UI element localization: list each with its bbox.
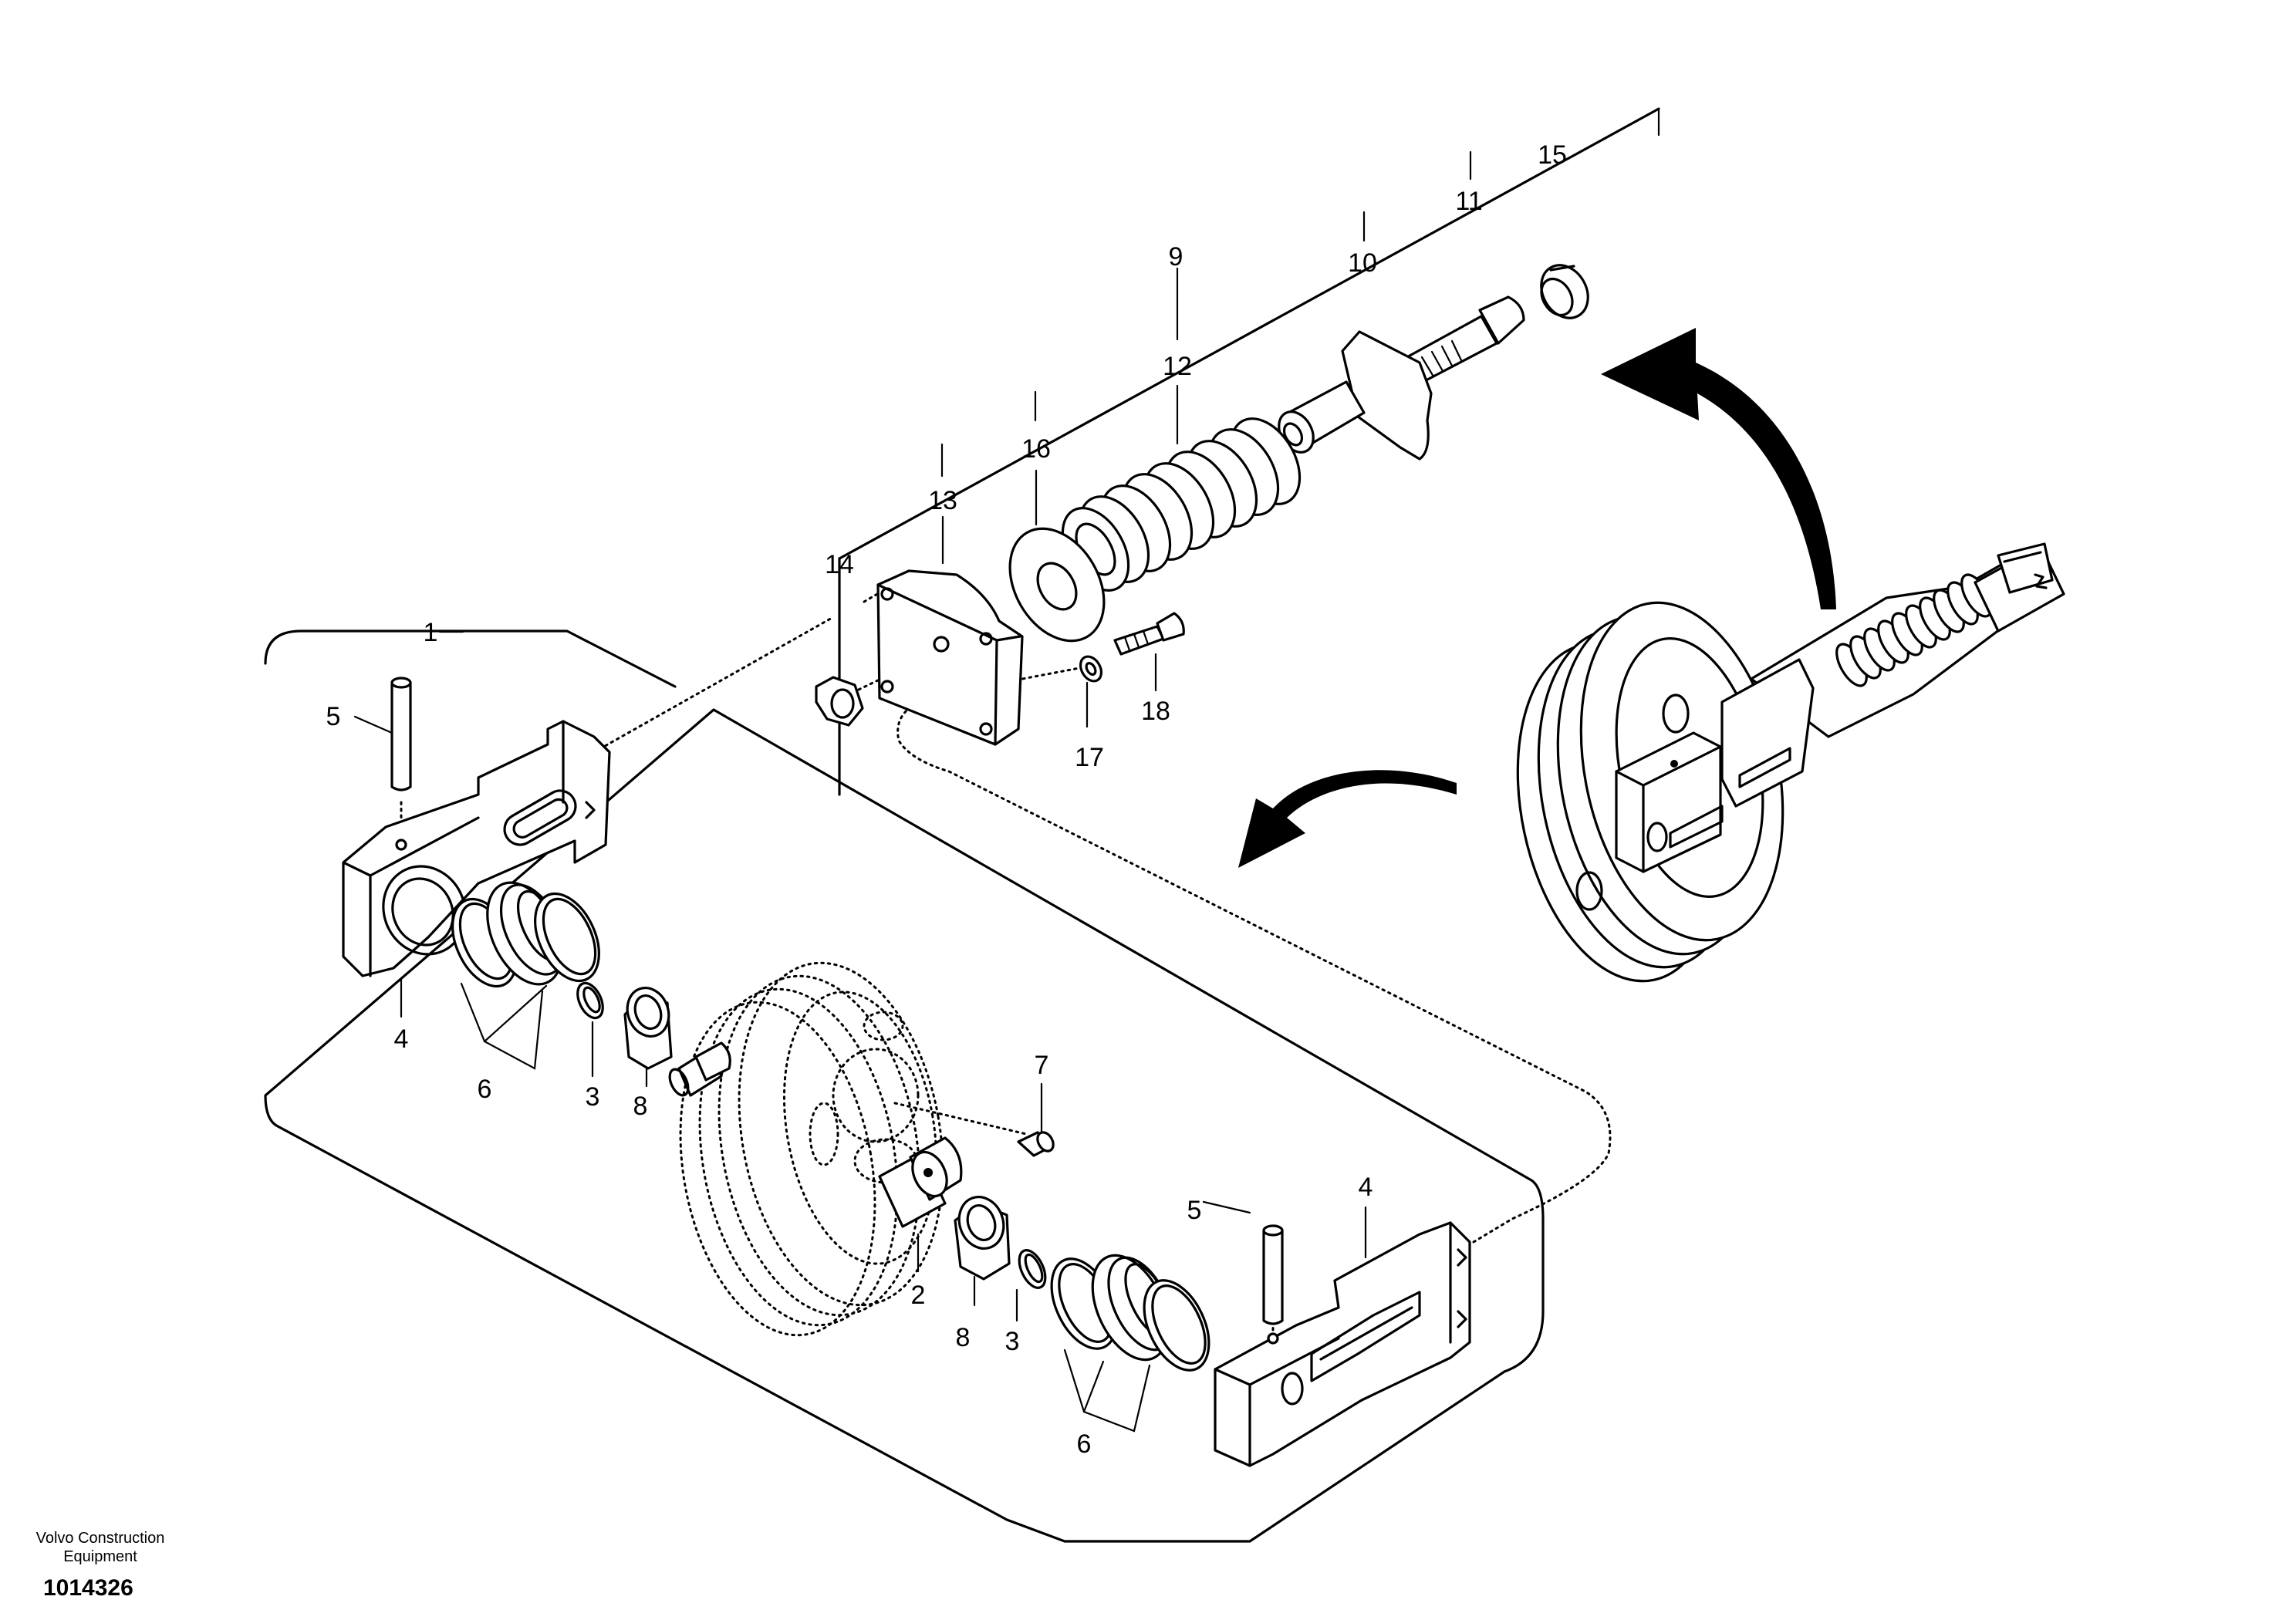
- spring-assembled: [1835, 573, 1993, 687]
- callout-3-right: 3: [1005, 1327, 1020, 1356]
- callout-5-right: 5: [1187, 1196, 1202, 1225]
- callout-12: 12: [1163, 352, 1192, 381]
- seal-6-left: [451, 881, 600, 988]
- callout-8-right: 8: [956, 1323, 971, 1352]
- group-bracket-upper: [838, 107, 1660, 796]
- company-line-2: Equipment: [63, 1548, 137, 1565]
- callout-6-right: 6: [1077, 1429, 1092, 1459]
- callout-2: 2: [911, 1281, 926, 1310]
- callout-4-right: 4: [1359, 1173, 1373, 1202]
- support-4-right: [1214, 1221, 1471, 1467]
- callout-numbers: 1 2 3 3 4 4 5 5 6 6 7 8 8 9 10 11 12 13 …: [326, 140, 1567, 1459]
- callout-4-left: 4: [394, 1024, 409, 1054]
- callout-16: 16: [1021, 434, 1051, 464]
- nut-14: [815, 676, 864, 727]
- callout-8-left: 8: [633, 1092, 648, 1121]
- callout-5-left: 5: [326, 702, 341, 731]
- spring-12: [1061, 417, 1302, 592]
- pin-5-right: [1262, 1224, 1284, 1325]
- callout-3-left: 3: [586, 1082, 600, 1112]
- callout-15: 15: [1538, 140, 1567, 170]
- callout-13: 13: [928, 486, 957, 515]
- plug-7: [1017, 1131, 1055, 1157]
- washer-17: [1079, 655, 1103, 683]
- callout-1: 1: [424, 618, 438, 647]
- callout-9: 9: [1169, 242, 1183, 272]
- callout-18: 18: [1141, 697, 1170, 726]
- bushing-8-right: [954, 1196, 1011, 1281]
- washer-16: [1008, 527, 1106, 643]
- shaft-2: [668, 1041, 963, 1228]
- bolt-18: [1113, 612, 1185, 656]
- support-4-left: [342, 720, 611, 977]
- bushing-8-left: [623, 987, 673, 1070]
- oring-3-left: [576, 981, 604, 1020]
- company-line-1: Volvo Construction: [35, 1530, 165, 1547]
- callout-7: 7: [1035, 1051, 1049, 1080]
- washer-15: [1540, 264, 1589, 319]
- group-outline-lower: [264, 629, 1545, 1543]
- company-name: Volvo Construction Equipment: [15, 1529, 185, 1566]
- drawing-number: 1014326: [43, 1575, 133, 1601]
- callout-14: 14: [825, 550, 854, 579]
- rod-10: [1278, 330, 1433, 461]
- assembled-idler: [1516, 542, 2065, 983]
- callout-11: 11: [1455, 187, 1482, 216]
- seal-6-right: [1050, 1254, 1210, 1372]
- pin-5-left: [390, 677, 412, 791]
- callout-10: 10: [1348, 248, 1377, 278]
- arrow-upper: [1601, 328, 1836, 609]
- arrow-lower: [1238, 770, 1457, 868]
- leader-lines: [353, 267, 1367, 1433]
- rotation-arrows: [1238, 328, 1836, 868]
- oring-3-right: [1018, 1249, 1047, 1289]
- callout-17: 17: [1075, 743, 1104, 772]
- cover-plate-13: [876, 569, 1024, 746]
- callout-6-left: 6: [478, 1075, 492, 1104]
